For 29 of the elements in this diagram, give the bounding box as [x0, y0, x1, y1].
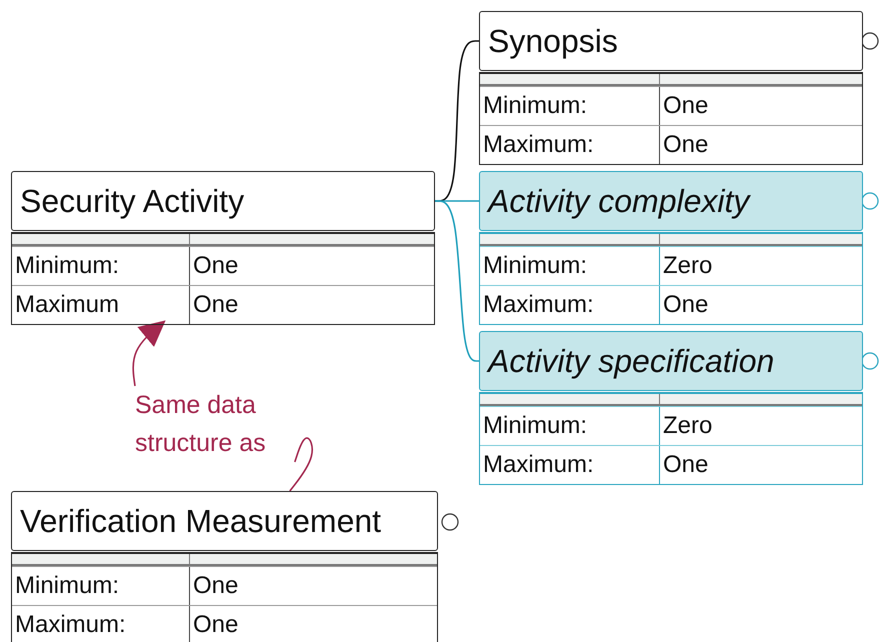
entity-title: Verification Measurement: [11, 491, 438, 551]
property-name: Maximum:: [480, 126, 660, 164]
entity-title: Synopsis: [479, 11, 863, 71]
property-name: Minimum:: [480, 407, 660, 445]
property-value: One: [192, 290, 240, 320]
property-name: Maximum: [12, 286, 190, 324]
property-value: One: [192, 571, 240, 601]
property-name: Minimum:: [12, 247, 190, 285]
property-value: One: [662, 290, 710, 320]
entity-title: Activity specification: [479, 331, 863, 391]
property-value: One: [662, 130, 710, 160]
arrow: [132, 320, 166, 386]
property-value: Zero: [662, 251, 714, 281]
property-name: Minimum:: [12, 567, 190, 605]
connector-line: [435, 200, 479, 362]
property-name: Maximum:: [480, 286, 660, 324]
property-value: Zero: [662, 411, 714, 441]
property-name: Minimum:: [480, 87, 660, 125]
property-name: Maximum:: [480, 446, 660, 484]
entity-title: Security Activity: [11, 171, 435, 231]
property-value: One: [662, 450, 710, 480]
property-name: Minimum:: [480, 247, 660, 285]
property-name: Maximum:: [12, 606, 190, 642]
entity-title: Activity complexity: [479, 171, 863, 231]
property-value: One: [192, 251, 240, 281]
connector-line: [289, 437, 313, 492]
property-value: One: [662, 91, 710, 121]
property-value: One: [192, 610, 240, 640]
callout-note: Same data structure as: [135, 386, 305, 462]
